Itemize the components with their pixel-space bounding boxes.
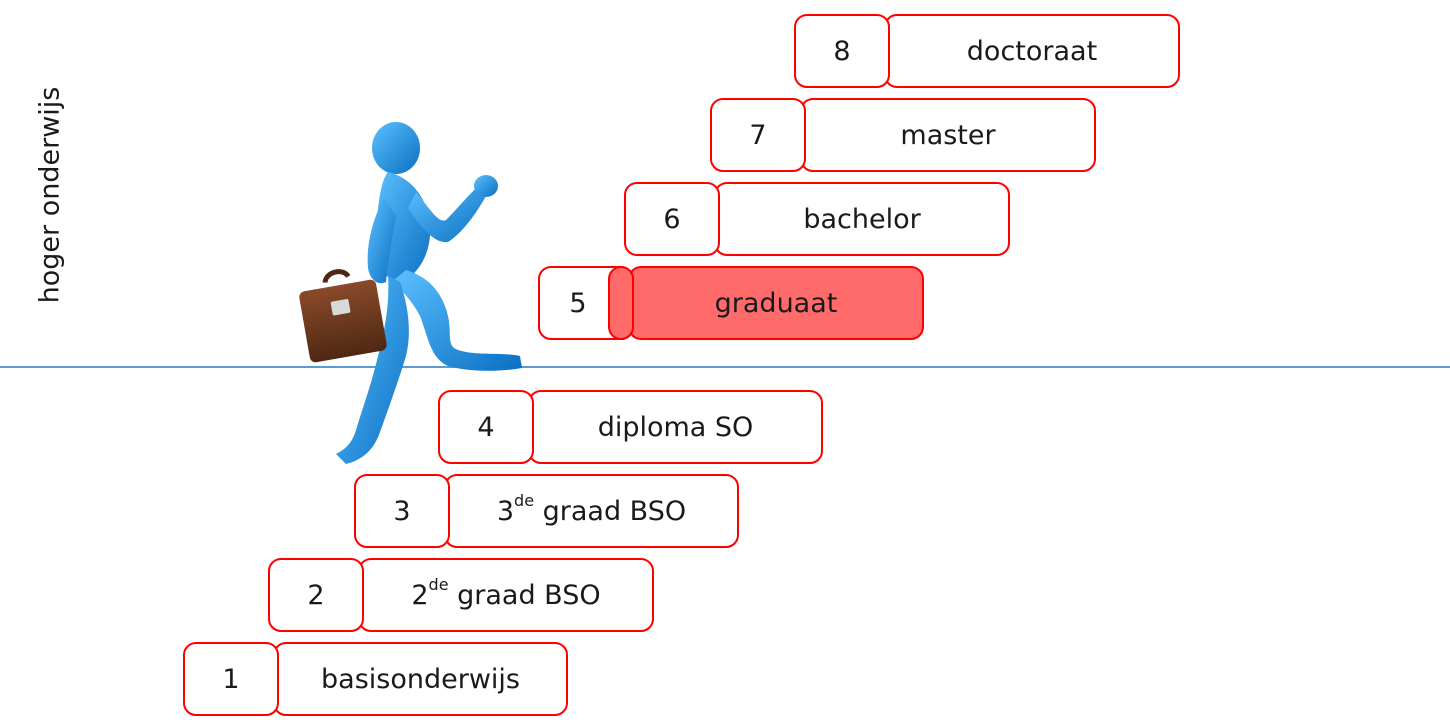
figure-arm-front — [408, 186, 488, 243]
figure-leg-back — [336, 276, 409, 464]
step-text: bachelor — [803, 203, 921, 235]
step-number: 4 — [438, 390, 534, 464]
step-number: 2 — [268, 558, 364, 632]
climbing-person-icon — [299, 122, 522, 464]
divider-line — [0, 366, 1450, 368]
step-text: master — [900, 119, 996, 151]
step-6: 6 bachelor — [624, 182, 1010, 260]
step-2: 2 2de graad BSO — [268, 558, 654, 636]
step-text: doctoraat — [966, 35, 1098, 67]
step-label: graduaat — [628, 266, 924, 340]
step-text-main: 2 — [411, 580, 429, 611]
step-text-sup: de — [514, 491, 535, 510]
step-text-rest: graad BSO — [534, 496, 687, 527]
step-number: 8 — [794, 14, 890, 88]
step-number: 5 — [538, 266, 634, 340]
step-number: 1 — [183, 642, 279, 716]
step-number: 7 — [710, 98, 806, 172]
step-text: 3de graad BSO — [496, 491, 687, 527]
step-label: diploma SO — [528, 390, 823, 464]
step-3: 3 3de graad BSO — [354, 474, 739, 552]
figure-arm-back — [367, 198, 396, 284]
step-5: 5 graduaat — [538, 266, 924, 344]
figure-leg-front — [394, 270, 522, 371]
step-text-main: 3 — [496, 496, 515, 527]
step-text-sup: de — [428, 575, 449, 594]
step-text: 2de graad BSO — [411, 575, 601, 611]
figure-head — [372, 122, 420, 174]
step-8: 8 doctoraat — [794, 14, 1180, 92]
step-label: bachelor — [714, 182, 1010, 256]
step-label: basisonderwijs — [273, 642, 568, 716]
step-number: 3 — [354, 474, 450, 548]
step-label: master — [800, 98, 1096, 172]
step-label: 3de graad BSO — [444, 474, 739, 548]
step-4: 4 diploma SO — [438, 390, 823, 468]
step-number-text: 5 — [569, 287, 587, 319]
step-text: basisonderwijs — [321, 663, 520, 695]
step-1: 1 basisonderwijs — [183, 642, 568, 720]
step-text-rest: graad BSO — [448, 580, 601, 611]
figure-fist — [474, 175, 498, 197]
step-number: 6 — [624, 182, 720, 256]
step-text: diploma SO — [597, 411, 754, 443]
step-label: doctoraat — [884, 14, 1180, 88]
step-text: graduaat — [714, 287, 838, 319]
side-label: hoger onderwijs — [34, 86, 66, 304]
step-7: 7 master — [710, 98, 1096, 176]
briefcase-icon — [299, 269, 387, 363]
step-label: 2de graad BSO — [358, 558, 654, 632]
